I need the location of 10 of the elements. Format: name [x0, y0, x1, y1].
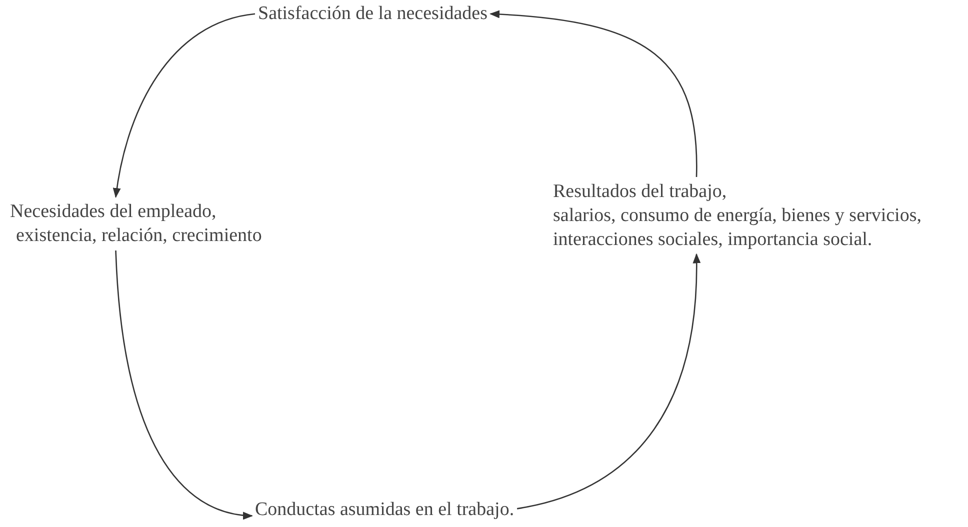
curved-arrow: [113, 13, 256, 198]
node-label: Necesidades del empleado,: [10, 200, 218, 224]
node-label: Conductas asumidas en el trabajo.: [255, 498, 514, 522]
node-description: existencia, relación, crecimiento: [15, 224, 262, 248]
curved-arrow: [516, 253, 700, 510]
node-description: salarios, consumo de energía, bienes y servicios, interacciones sociales, importancia social.: [553, 204, 922, 252]
node-label: Resultados del trabajo,: [553, 180, 728, 204]
curved-arrow: [489, 10, 698, 177]
node-label: Satisfacción de la necesidades: [258, 2, 488, 26]
curved-arrow: [115, 250, 253, 519]
